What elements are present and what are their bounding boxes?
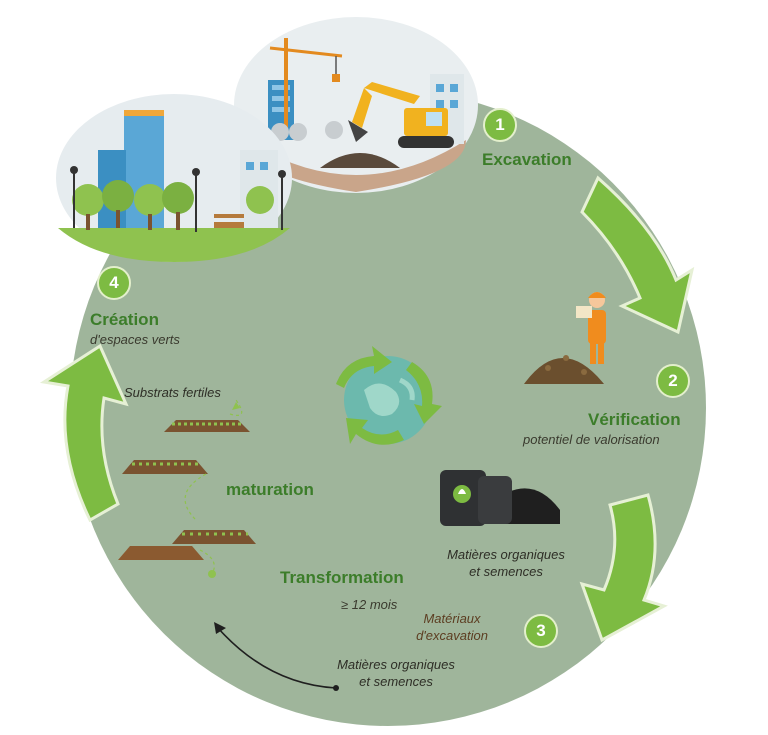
- recycle-globe-icon: [336, 346, 442, 445]
- cycle-arrow-left: [39, 343, 129, 523]
- organic-matter-label-top: Matières organiques et semences: [426, 546, 586, 580]
- city-park-illustration: [56, 94, 292, 262]
- excavation-materials-line2: d'excavation: [416, 628, 488, 643]
- step-2-title: Vérification: [588, 410, 681, 429]
- substrats-label: Substrats fertiles: [124, 385, 221, 400]
- step-3-subtitle: ≥ 12 mois: [341, 597, 398, 612]
- step-4-badge: 4: [97, 266, 131, 300]
- organic-bags-illustration: [440, 470, 560, 526]
- organic-matter-top-line1: Matières organiques: [447, 547, 565, 562]
- step-1-title: Excavation: [482, 150, 572, 169]
- compost-windrows-illustration: [118, 399, 256, 578]
- organic-matter-label-bottom: Matières organiques et semences: [316, 656, 476, 690]
- organic-matter-bottom-line2: et semences: [359, 674, 433, 689]
- construction-site-illustration: [234, 17, 478, 193]
- excavation-materials-label: Matériaux d'excavation: [408, 610, 496, 644]
- cycle-arrow-right-bottom: [579, 493, 668, 643]
- step-4-subtitle: d'espaces verts: [90, 332, 180, 347]
- step-4-title: Création: [90, 310, 159, 329]
- worker-inspection-illustration: [524, 292, 606, 384]
- step-2-badge: 2: [656, 364, 690, 398]
- organic-matter-top-line2: et semences: [469, 564, 543, 579]
- step-2-subtitle: potentiel de valorisation: [523, 432, 660, 447]
- step-1-badge: 1: [483, 108, 517, 142]
- input-arrow: [214, 622, 339, 691]
- maturation-label: maturation: [226, 480, 314, 499]
- step-3-badge: 3: [524, 614, 558, 648]
- step-3-title: Transformation: [280, 568, 404, 587]
- cycle-arrow-right-top: [580, 175, 695, 335]
- organic-matter-bottom-line1: Matières organiques: [337, 657, 455, 672]
- excavation-materials-line1: Matériaux: [423, 611, 481, 626]
